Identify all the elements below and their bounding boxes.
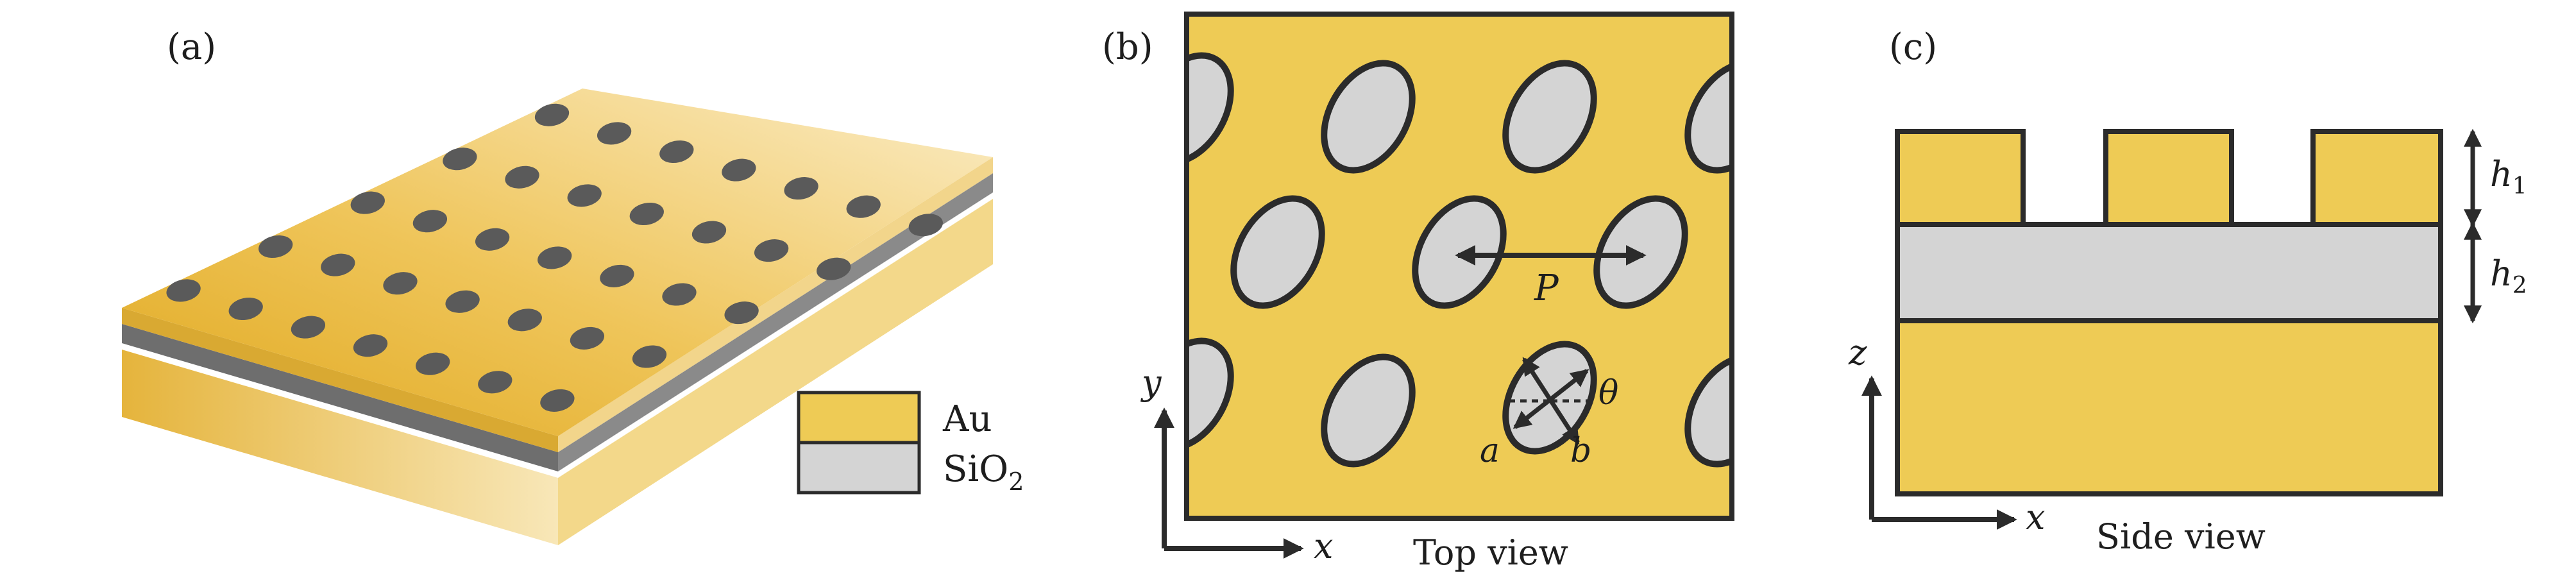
surface-hole (662, 283, 697, 306)
surface-hole (597, 122, 632, 145)
surface-hole (166, 279, 201, 302)
surface-hole (846, 195, 881, 218)
top-view-caption: Top view (1413, 532, 1568, 573)
surface-hole (600, 264, 634, 287)
hole-ellipse (1684, 60, 1732, 174)
panel-c-label: (c) (1889, 26, 1937, 68)
gold-ridge (2310, 129, 2443, 227)
hole-ellipse (1684, 353, 1732, 468)
silica-front-edge (122, 324, 558, 471)
hole-ellipse (1502, 60, 1597, 174)
z-axis-label: z (1848, 332, 1867, 373)
surface-hole (722, 158, 756, 182)
hole-ellipse (1321, 60, 1416, 174)
surface-hole (659, 140, 694, 164)
hole-ellipse (1230, 195, 1325, 309)
side-view-caption: Side view (2096, 516, 2266, 557)
legend-label-sio2: SiO2 (943, 448, 1024, 496)
gold-right-edge (558, 157, 993, 452)
surface-hole (258, 235, 293, 258)
surface-hole (507, 309, 542, 332)
b-label: b (1570, 432, 1591, 470)
hole-ellipse (1187, 52, 1234, 166)
period-label: P (1534, 267, 1559, 309)
surface-hole (505, 165, 539, 189)
hole-ellipse (1321, 353, 1416, 468)
surface-hole (908, 214, 943, 237)
surface-hole (817, 257, 851, 280)
surface-hole (383, 272, 418, 295)
panel-b: (b) P θ a b y x Top vi (1102, 12, 1734, 573)
gold-ridge (1895, 129, 2026, 227)
surface-hole (567, 184, 602, 207)
surface-hole (724, 301, 759, 325)
hole-array (166, 103, 943, 412)
surface-hole (350, 191, 385, 214)
x-axis-label: x (1314, 526, 1333, 566)
h2-label: h2 (2490, 253, 2527, 299)
surface-hole (540, 389, 575, 412)
silica-layer (1895, 222, 2443, 323)
surface-hole (228, 297, 263, 321)
surface-hole (416, 352, 450, 375)
y-axis-label: y (1140, 362, 1162, 403)
silica-right-edge (558, 173, 993, 471)
semi-axis-b-arrow (1513, 369, 1589, 429)
surface-hole (353, 334, 388, 357)
surface-hole (570, 326, 605, 350)
surface-hole (534, 103, 570, 126)
surface-hole (538, 246, 572, 269)
panel-c: (c) h1 h2 z x Side view (1848, 26, 2527, 557)
surface-hole (291, 316, 326, 339)
gold-ridge (2103, 129, 2234, 227)
panel-a: (a) (122, 26, 993, 545)
x-axis-label-side: x (2026, 497, 2045, 538)
theta-label: θ (1598, 374, 1618, 412)
hole-ellipse (1187, 337, 1234, 452)
surface-hole (321, 253, 355, 276)
legend-swatch-sio2 (797, 441, 921, 495)
legend-label-au: Au (942, 398, 992, 440)
a-label: a (1480, 432, 1500, 470)
legend-swatch-au (797, 391, 921, 445)
surface-hole (478, 371, 513, 394)
surface-hole (445, 290, 480, 313)
substrate-front-face (122, 350, 558, 545)
surface-hole (784, 177, 818, 200)
surface-hole (691, 221, 727, 244)
panel-a-label: (a) (167, 26, 216, 68)
surface-hole (754, 239, 789, 262)
surface-hole (632, 345, 667, 368)
surface-hole (443, 148, 477, 171)
substrate-block (1895, 318, 2443, 496)
surface-hole (629, 202, 664, 226)
h1-label: h1 (2490, 154, 2527, 199)
panel-b-label: (b) (1102, 26, 1153, 68)
surface-hole (475, 228, 510, 251)
substrate-right-face (558, 199, 993, 545)
gold-front-edge (122, 308, 558, 452)
top-view-frame (1184, 12, 1734, 521)
surface-hole (412, 210, 448, 233)
material-legend: Au SiO2 (797, 391, 1024, 496)
